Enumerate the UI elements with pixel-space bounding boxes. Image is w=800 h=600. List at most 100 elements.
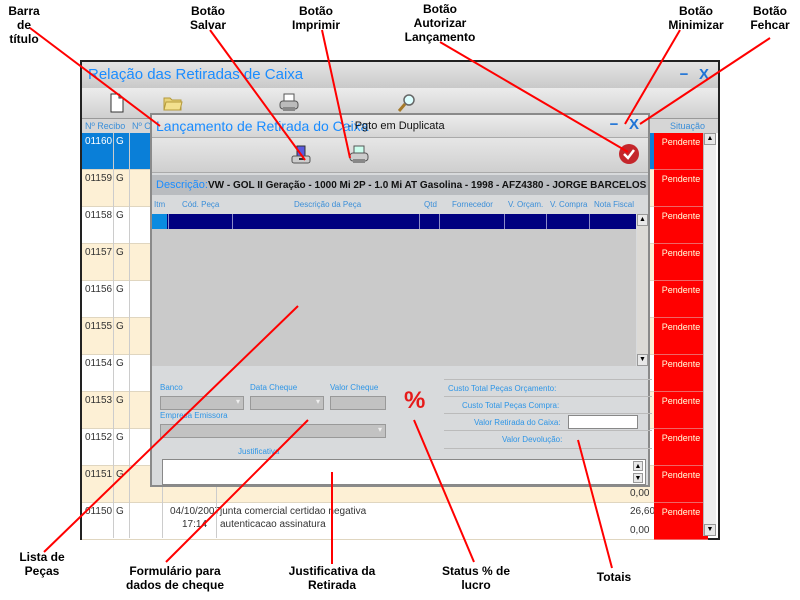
row-description-2: autenticacao assinatura: [220, 519, 326, 530]
receipt-type: G: [116, 469, 124, 480]
status-text: Pendente: [661, 248, 701, 258]
save-button[interactable]: [290, 144, 312, 166]
profit-status-indicator: %: [404, 387, 426, 414]
status-text: Pendente: [661, 211, 701, 221]
col-recibo[interactable]: Nº Recibo: [85, 121, 126, 131]
receipt-number: 01156: [85, 284, 113, 295]
dialog-minimize-button[interactable]: −: [609, 116, 619, 133]
custo-compra-label: Custo Total Peças Compra:: [462, 401, 560, 410]
data-cheque-select[interactable]: ▾: [250, 396, 324, 410]
window-title: Relação das Retiradas de Caixa: [88, 66, 304, 83]
just-scroll-up[interactable]: ▲: [633, 461, 643, 471]
status-badge: Pendente: [654, 392, 708, 429]
status-badge: Pendente: [654, 170, 708, 207]
withdrawal-dialog: Lançamento de Retirada do Caixa - Pgto e…: [150, 113, 652, 487]
status-badge: Pendente: [654, 318, 708, 355]
receipt-number: 01152: [85, 432, 113, 443]
col-cod-peca[interactable]: Cód. Peça: [182, 200, 220, 209]
parts-list[interactable]: [152, 214, 636, 366]
receipt-type: G: [116, 321, 124, 332]
empresa-emissora-label: Empresa Emissora: [160, 411, 228, 420]
printer-icon[interactable]: [278, 92, 300, 114]
custo-orcamento-label: Custo Total Peças Orçamento:: [448, 384, 557, 393]
valor-cheque-input[interactable]: [330, 396, 386, 410]
col-o[interactable]: Nº O: [132, 121, 152, 131]
parts-scroll-down[interactable]: ▼: [637, 354, 648, 366]
col-qtd[interactable]: Qtd: [424, 200, 437, 209]
receipt-type: G: [116, 358, 124, 369]
scroll-up-button[interactable]: ▲: [704, 133, 716, 145]
close-button[interactable]: X: [698, 66, 709, 83]
status-badge: Pendente: [654, 466, 708, 503]
status-text: Pendente: [661, 285, 701, 295]
status-text: Pendente: [661, 322, 701, 332]
status-badge: Pendente: [654, 207, 708, 244]
row-time: 17:14: [182, 519, 208, 530]
row-value-2: 0,00: [630, 488, 650, 499]
status-text: Pendente: [661, 507, 701, 517]
parts-header: Itm Cód. Peça Descrição da Peça Qtd Forn…: [152, 197, 648, 213]
search-icon[interactable]: [396, 92, 418, 114]
new-document-icon[interactable]: [106, 92, 128, 114]
title-bar: Relação das Retiradas de Caixa − X: [82, 62, 718, 89]
parts-scroll-up[interactable]: ▲: [637, 214, 648, 226]
parts-scrollbar[interactable]: ▲ ▼: [637, 214, 648, 366]
scroll-down-button[interactable]: ▼: [704, 524, 716, 536]
receipt-type: G: [116, 210, 124, 221]
banco-select[interactable]: ▾: [160, 396, 244, 410]
col-v-compra[interactable]: V. Compra: [550, 200, 588, 209]
receipt-number: 01160: [85, 136, 113, 147]
receipt-number: 01155: [85, 321, 113, 332]
receipt-type: G: [116, 284, 124, 295]
description-label: Descrição:: [156, 179, 208, 191]
col-situacao[interactable]: Situação: [670, 121, 706, 131]
receipt-number: 01158: [85, 210, 113, 221]
receipt-type: G: [116, 395, 124, 406]
valor-retirada-input[interactable]: [568, 415, 638, 429]
col-nota-fiscal[interactable]: Nota Fiscal: [594, 200, 635, 209]
valor-devolucao-label: Valor Devolução:: [502, 435, 563, 444]
col-itm[interactable]: Itm: [154, 200, 166, 209]
receipt-number: 01154: [85, 358, 113, 369]
annotation-save-button: Botão Salvar: [189, 4, 227, 32]
just-scroll-down[interactable]: ▼: [633, 473, 643, 483]
status-badge: Pendente: [654, 429, 708, 466]
annotation-title-bar: Barra de título: [8, 4, 40, 46]
print-button[interactable]: [348, 144, 370, 166]
col-v-orcam[interactable]: V. Orçam.: [508, 200, 544, 209]
totals-panel: Custo Total Peças Orçamento: Custo Total…: [444, 379, 652, 449]
receipt-number: 01153: [85, 395, 113, 406]
status-text: Pendente: [661, 174, 701, 184]
col-fornecedor[interactable]: Fornecedor: [452, 200, 493, 209]
status-badge: Pendente: [654, 244, 708, 281]
receipt-number: 01159: [85, 173, 113, 184]
row-value-2: 0,00: [630, 525, 650, 536]
annotation-minimize-button: Botão Minimizar: [668, 4, 724, 32]
open-folder-icon[interactable]: [162, 92, 184, 114]
annotation-close-button: Botão Fehcar: [750, 4, 790, 32]
grid-scrollbar[interactable]: ▲ ▼: [703, 133, 716, 536]
status-badge: Pendente: [654, 281, 708, 318]
dialog-title-bar: Lançamento de Retirada do Caixa - Pgto e…: [152, 115, 648, 138]
dialog-close-button[interactable]: X: [628, 116, 639, 133]
minimize-button[interactable]: −: [679, 66, 689, 83]
status-text: Pendente: [661, 433, 701, 443]
col-descricao-peca[interactable]: Descrição da Peça: [294, 200, 362, 209]
receipt-type: G: [116, 247, 124, 258]
justificativa-textarea[interactable]: ▲ ▼: [162, 459, 646, 485]
status-badge: Pendente: [654, 355, 708, 392]
status-text: Pendente: [661, 137, 701, 147]
vehicle-description: Descrição: VW - GOL II Geração - 1000 Mi…: [152, 175, 648, 195]
parts-row[interactable]: [152, 214, 636, 229]
authorize-button[interactable]: [618, 143, 640, 165]
receipt-number: 01157: [85, 247, 113, 258]
dialog-title: Lançamento de Retirada do Caixa: [156, 118, 369, 134]
empresa-emissora-select[interactable]: ▾: [160, 424, 386, 438]
annotation-parts-list: Lista de Peças: [19, 550, 65, 578]
receipt-number: 01151: [85, 469, 113, 480]
valor-retirada-label: Valor Retirada do Caixa:: [474, 418, 561, 427]
receipt-type: G: [116, 173, 124, 184]
annotation-print-button: Botão Imprimir: [292, 4, 341, 32]
status-text: Pendente: [661, 396, 701, 406]
